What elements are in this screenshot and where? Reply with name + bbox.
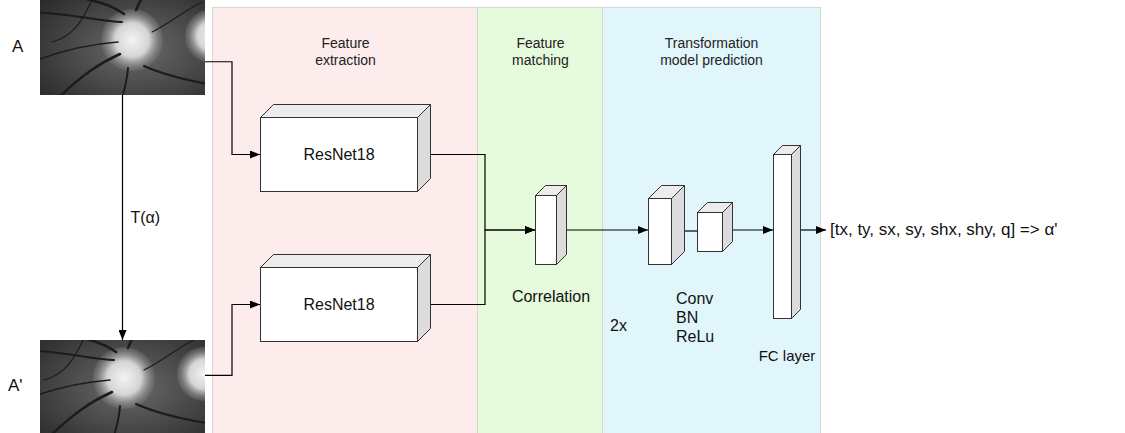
text-holder: ResNet18 bbox=[260, 145, 418, 164]
block-side-face bbox=[418, 255, 431, 342]
input-image: A bbox=[40, 0, 205, 95]
text-holder: FC layer bbox=[759, 347, 816, 365]
connector-arrow bbox=[205, 305, 260, 376]
block-side-face bbox=[418, 105, 431, 192]
block-front-face bbox=[261, 118, 418, 192]
conv-block-stack: 2xConv BN ReLu bbox=[648, 185, 734, 265]
retina-image bbox=[40, 0, 205, 95]
output-parameters: [tx, ty, sx, sy, shx, shy, q] => α' bbox=[830, 220, 1058, 240]
node-label: A' bbox=[8, 376, 23, 396]
block-top-face bbox=[261, 105, 431, 118]
connector-arrow bbox=[431, 155, 535, 231]
stage-panel: Transformation model prediction2xConv BN… bbox=[603, 8, 820, 433]
text-holder: 2x bbox=[610, 316, 627, 335]
block-front-face bbox=[649, 199, 672, 265]
node-label: Conv BN ReLu bbox=[676, 289, 714, 347]
node-label: FC layer bbox=[759, 347, 816, 365]
block-front-face bbox=[261, 268, 418, 342]
node-label: ResNet18 bbox=[260, 295, 418, 314]
block-side-face bbox=[557, 186, 567, 265]
panel-heading: Transformation model prediction bbox=[649, 35, 775, 69]
connector-arrow bbox=[205, 62, 260, 155]
layer-block: Correlation bbox=[535, 185, 567, 265]
block-shape bbox=[535, 185, 568, 266]
network-block: ResNet18 bbox=[260, 254, 431, 342]
block-front-face bbox=[698, 213, 723, 252]
node-label: Correlation bbox=[512, 287, 590, 306]
panel-heading: Feature extraction bbox=[290, 35, 402, 69]
panel-heading: Feature matching bbox=[505, 35, 577, 69]
text-holder: Transformation model prediction bbox=[649, 35, 775, 69]
block-front-face bbox=[536, 196, 557, 265]
connector-arrow bbox=[567, 229, 648, 230]
text-holder: A bbox=[12, 37, 23, 57]
connector-arrow bbox=[122, 95, 123, 340]
stage-panel: Feature matchingCorrelation bbox=[478, 8, 603, 433]
block-shape bbox=[648, 185, 735, 266]
node-label: 2x bbox=[610, 316, 627, 335]
block-top-face bbox=[261, 255, 431, 268]
node-label: A bbox=[12, 37, 23, 57]
fc-layer-block: FC layer bbox=[773, 145, 801, 319]
text-holder: A' bbox=[8, 376, 23, 396]
text-holder: T(α) bbox=[131, 208, 161, 227]
block-side-face bbox=[672, 186, 685, 265]
input-image: A' bbox=[40, 340, 205, 433]
block-shape bbox=[773, 145, 802, 320]
edge-label: T(α) bbox=[131, 208, 161, 227]
text-holder: Feature extraction bbox=[290, 35, 402, 69]
network-block: ResNet18 bbox=[260, 104, 431, 192]
connector-arrow bbox=[733, 229, 773, 230]
text-holder: Feature matching bbox=[505, 35, 577, 69]
text-holder: [tx, ty, sx, sy, shx, shy, q] => α' bbox=[830, 220, 1058, 240]
block-side-face bbox=[723, 203, 733, 252]
output-arrow bbox=[801, 229, 826, 230]
block-side-face bbox=[792, 146, 801, 319]
text-holder: ResNet18 bbox=[260, 295, 418, 314]
connector-arrow bbox=[431, 230, 535, 305]
text-holder: Correlation bbox=[512, 287, 590, 306]
node-label: ResNet18 bbox=[260, 145, 418, 164]
retina-image bbox=[40, 340, 205, 433]
block-link bbox=[685, 230, 697, 231]
block-front-face bbox=[774, 155, 792, 319]
stage-panel: Feature extractionResNet18ResNet18 bbox=[213, 8, 478, 433]
text-holder: Conv BN ReLu bbox=[676, 289, 714, 347]
